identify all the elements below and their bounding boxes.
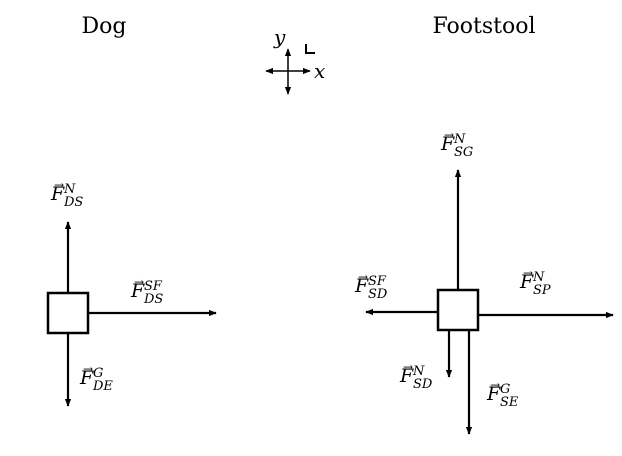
svg-text:N: N (532, 270, 545, 285)
svg-text:G: G (93, 366, 103, 381)
svg-text:→: → (134, 275, 144, 289)
svg-text:F: F (50, 183, 65, 205)
svg-text:→: → (83, 362, 93, 376)
svg-text:F: F (130, 280, 145, 302)
x-axis-label: x (314, 59, 325, 83)
svg-text:N: N (63, 182, 76, 197)
footstool-title: Footstool (432, 14, 535, 39)
svg-text:DS: DS (143, 292, 163, 307)
svg-text:N: N (453, 132, 466, 147)
svg-text:→: → (444, 128, 454, 142)
svg-text:→: → (490, 378, 500, 392)
footstool-force-left-label: → F SF SD (354, 270, 388, 302)
svg-text:G: G (500, 382, 510, 397)
svg-text:DE: DE (92, 379, 113, 394)
dog-force-up-label: → F N DS (50, 178, 83, 210)
y-axis-label: y (273, 25, 286, 49)
svg-text:F: F (79, 367, 94, 389)
dog-diagram: → F N DS → F SF DS → F G DE (46, 178, 217, 407)
footstool-force-down-short-label: → F N SD (399, 360, 433, 392)
footstool-force-right-label: → F N SP (519, 266, 551, 298)
svg-text:DS: DS (63, 195, 83, 210)
svg-text:F: F (486, 383, 501, 405)
dog-force-right-label: → F SF DS (130, 275, 163, 307)
svg-text:F: F (519, 271, 534, 293)
svg-text:F: F (440, 133, 455, 155)
svg-text:F: F (354, 275, 369, 297)
dog-force-down-label: → F G DE (79, 362, 113, 394)
svg-text:SF: SF (368, 274, 387, 289)
svg-text:SF: SF (144, 279, 163, 294)
svg-text:N: N (412, 364, 425, 379)
svg-text:→: → (54, 178, 64, 192)
svg-text:SD: SD (368, 287, 388, 302)
dog-body-box (46, 291, 90, 335)
svg-text:→: → (358, 270, 368, 284)
svg-text:SP: SP (533, 283, 551, 298)
svg-text:→: → (403, 360, 413, 374)
footstool-force-down-long-label: → F G SE (486, 378, 519, 410)
svg-text:→: → (523, 266, 533, 280)
footstool-force-up-label: → F N SG (440, 128, 473, 160)
svg-text:F: F (399, 365, 414, 387)
footstool-body-box (436, 288, 480, 332)
coordinate-axes: x y (265, 25, 325, 95)
svg-text:SD: SD (413, 377, 433, 392)
right-angle-marker (305, 44, 315, 54)
dog-title: Dog (82, 14, 127, 39)
svg-text:SE: SE (500, 395, 519, 410)
svg-text:SG: SG (454, 145, 473, 160)
footstool-diagram: → F N SG → F SF SD → F N SP → F N SD → F… (354, 128, 614, 435)
